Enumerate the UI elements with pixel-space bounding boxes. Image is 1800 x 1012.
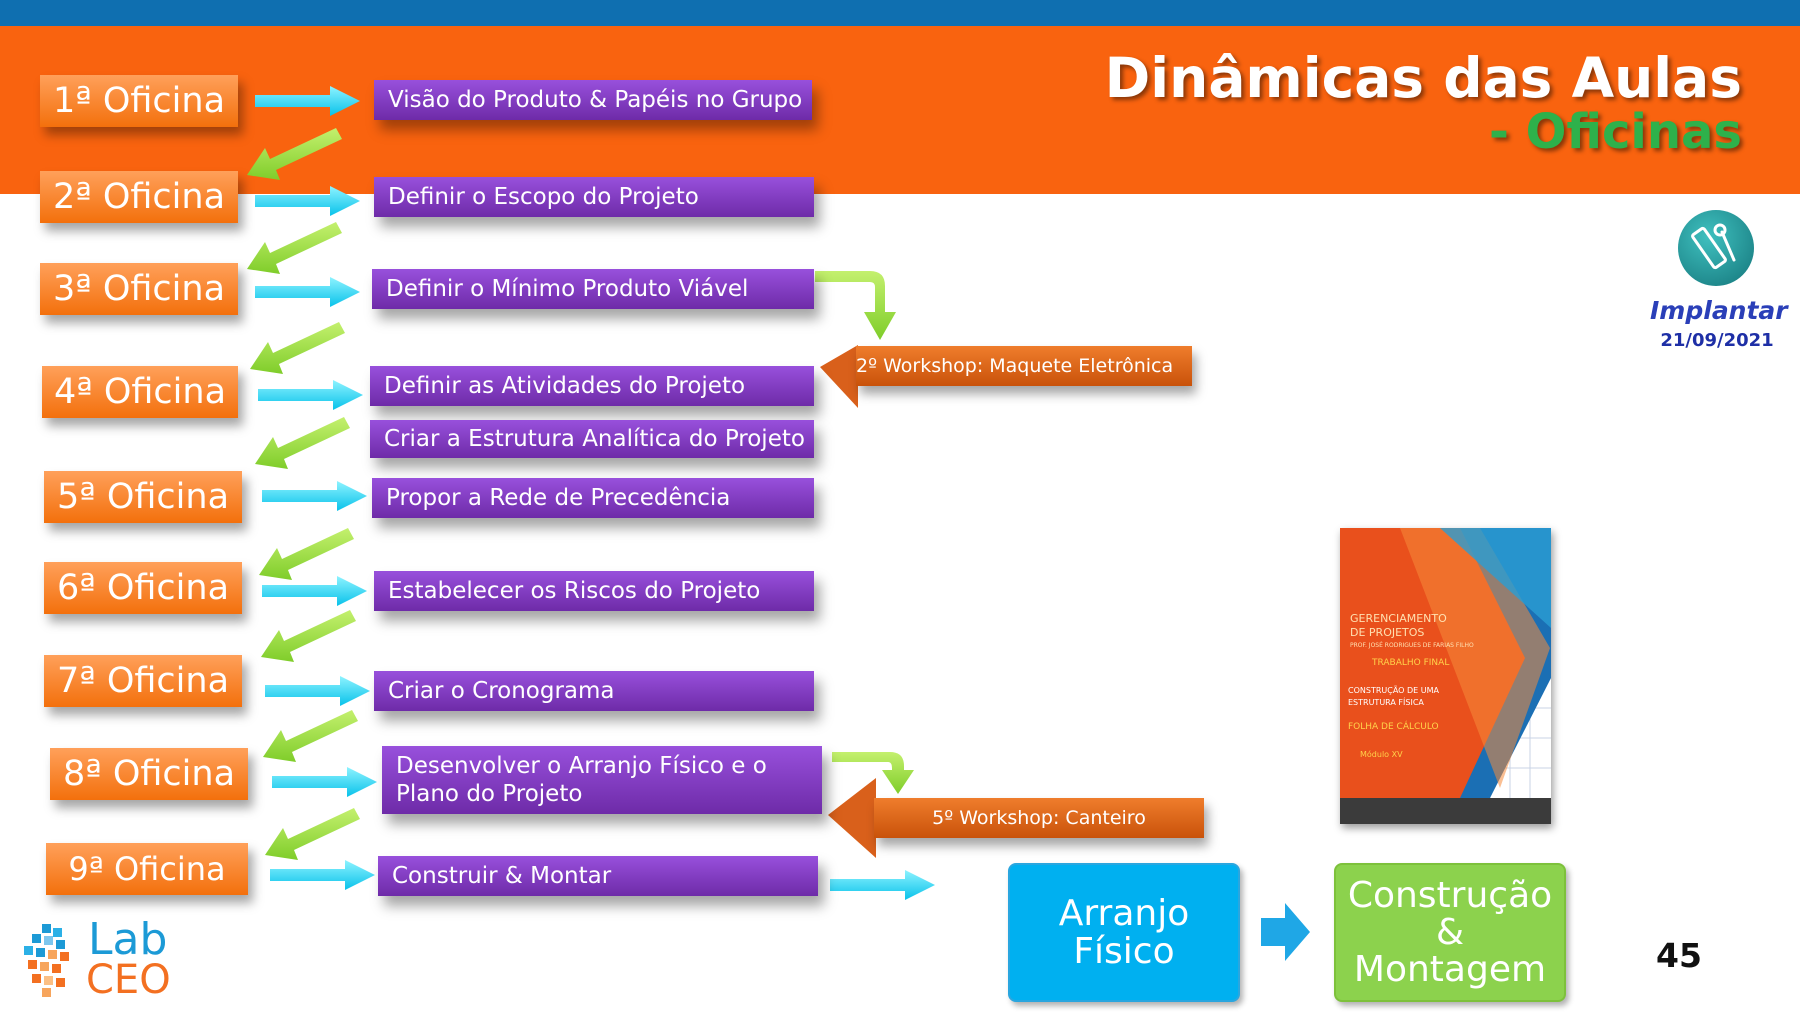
page-number: 45 [1656, 936, 1702, 975]
right-arrow-4 [258, 380, 363, 410]
arranjo-fisico-label: Arranjo Físico [1058, 892, 1190, 972]
logo-mark-icon [24, 924, 69, 997]
implantar-badge-icon [1678, 210, 1754, 286]
workshop-1-box: 1ª Oficina [40, 75, 238, 127]
activity-4b-box: Criar a Estrutura Analítica do Projeto [370, 420, 814, 458]
down-arrow-4 [255, 417, 350, 469]
cover-desc-line1: CONSTRUÇÃO DE UMA [1348, 686, 1439, 695]
workshop-5-box: 5ª Oficina [44, 471, 242, 523]
activity-8-box: Desenvolver o Arranjo Físico e o Plano d… [382, 746, 822, 814]
arranjo-fisico-box: Arranjo Físico [1008, 863, 1240, 1002]
outcome-arrow [1261, 903, 1310, 961]
implantar-date: 21/09/2021 [1660, 330, 1774, 351]
activity-7-box: Criar o Cronograma [374, 671, 814, 711]
down-arrow-1 [247, 128, 342, 180]
construcao-montagem-box: Construção & Montagem [1334, 863, 1566, 1002]
down-arrow-7 [263, 710, 358, 762]
activity-1-box: Visão do Produto & Papéis no Grupo [374, 80, 812, 120]
activity-6-box: Estabelecer os Riscos do Projeto [374, 571, 814, 611]
right-arrow-9 [270, 860, 375, 890]
right-arrow-5 [262, 481, 367, 511]
cover-author: PROF. JOSÉ RODRIGUES DE FARIAS FILHO [1350, 642, 1474, 649]
activity-5-box: Propor a Rede de Precedência [372, 478, 814, 518]
logo-lab-text: Lab [88, 914, 168, 965]
callout-shape-2 [828, 778, 876, 858]
right-arrow-10 [830, 870, 935, 900]
ruler-wrench-icon [1691, 223, 1736, 270]
down-arrow-2 [247, 222, 342, 274]
construcao-line1: Construção [1347, 875, 1553, 916]
page-title: Dinâmicas das Aulas [1104, 46, 1742, 110]
right-arrow-2 [255, 186, 360, 216]
workshop-9-box: 9ª Oficina [46, 843, 248, 895]
cover-title-line1: GERENCIAMENTO [1350, 612, 1447, 625]
cover-subtitle: TRABALHO FINAL [1372, 658, 1450, 668]
implantar-label: Implantar [1650, 296, 1788, 325]
construcao-line3: Montagem [1353, 949, 1547, 990]
page-subtitle: - Oficinas [1488, 104, 1742, 160]
curve-arrow-2 [832, 752, 914, 794]
activity-2-box: Definir o Escopo do Projeto [374, 177, 814, 217]
header-banner [0, 26, 1800, 194]
workshop-4-box: 4ª Oficina [42, 366, 238, 418]
workshop-5-callout-text: 5º Workshop: Canteiro [932, 807, 1146, 829]
top-bar [0, 0, 1800, 26]
construcao-montagem-text: Construção & Montagem [1348, 877, 1552, 988]
right-arrow-1 [255, 86, 360, 116]
right-arrow-7 [265, 676, 370, 706]
logo-ceo-text: CEO [86, 957, 171, 1003]
cover-title-line2: DE PROJETOS [1350, 626, 1425, 639]
workshop-3-box: 3ª Oficina [40, 263, 238, 315]
workshop-6-box: 6ª Oficina [44, 562, 242, 614]
workshop-2-callout-text: 2º Workshop: Maquete Eletrônica [856, 355, 1174, 377]
cover-sheet: FOLHA DE CÁLCULO [1348, 722, 1439, 732]
down-arrow-6 [261, 610, 356, 662]
right-arrow-8 [272, 767, 377, 797]
right-arrow-3 [255, 277, 360, 307]
callout-shape-1 [820, 345, 858, 408]
workshop-2-callout: 2º Workshop: Maquete Eletrônica [856, 346, 1192, 386]
workshop-8-box: 8ª Oficina [50, 748, 248, 800]
cover-desc-line2: ESTRUTURA FÍSICA [1348, 698, 1424, 707]
activity-3-box: Definir o Mínimo Produto Viável [372, 269, 814, 309]
down-arrow-5 [259, 528, 354, 580]
workshop-5-callout: 5º Workshop: Canteiro [874, 798, 1204, 838]
activity-4-box: Definir as Atividades do Projeto [370, 366, 814, 406]
cover-graphic [1340, 528, 1551, 824]
construcao-line2: & [1435, 912, 1465, 953]
down-arrow-3 [250, 322, 345, 374]
course-cover-image: GERENCIAMENTO DE PROJETOS PROF. JOSÉ ROD… [1340, 528, 1551, 824]
right-arrow-6 [262, 576, 367, 606]
activity-9-box: Construir & Montar [378, 856, 818, 896]
workshop-2-box: 2ª Oficina [40, 171, 238, 223]
cover-module: Módulo XV [1360, 750, 1403, 759]
workshop-7-box: 7ª Oficina [44, 655, 242, 707]
down-arrow-8 [265, 808, 360, 860]
curve-arrow-1 [815, 271, 896, 340]
